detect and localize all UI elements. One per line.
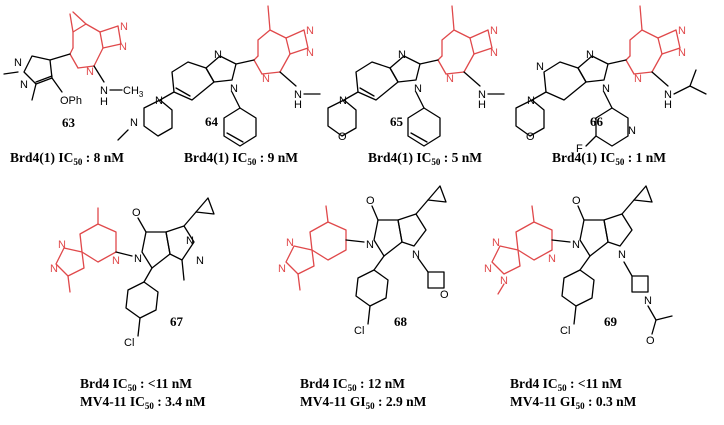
activity-67-line-1: Brd4 IC50 : <11 nM	[80, 376, 192, 393]
triazolopyrazine-core-66	[625, 5, 681, 75]
atom-n: N	[446, 73, 454, 85]
atom-f: F	[576, 143, 583, 155]
compound-65: N N N N H N N N O	[327, 5, 505, 147]
atom-n: N	[536, 61, 544, 73]
compound-64: N N N N H N N N N	[117, 5, 321, 147]
atom-n: N	[634, 73, 642, 85]
atom-o: O	[338, 131, 347, 143]
activity-66-line-1: Brd4(1) IC50 : 1 nM	[552, 150, 666, 167]
atom-nh: N	[664, 89, 672, 101]
compound-69: N N N N N O N N O Cl	[484, 185, 673, 347]
atom-n: N	[112, 255, 120, 267]
atom-o: O	[646, 335, 655, 347]
atom-n: N	[678, 47, 686, 59]
atom-h: H	[664, 99, 672, 111]
atom-n: N	[196, 255, 204, 267]
atom-nh: N	[100, 85, 108, 97]
atom-n: N	[186, 235, 194, 247]
compound-66: N N N N H N N N N O N F	[515, 5, 707, 155]
atom-n: N	[286, 237, 294, 249]
activity-68-line-1: Brd4 IC50 : 12 nM	[300, 376, 405, 393]
triazolopyrazine-core-64	[253, 5, 309, 75]
atom-n: N	[678, 25, 686, 37]
compound-number-66: 66	[590, 114, 604, 129]
activity-69-line-2: MV4-11 GI50 : 0.3 nM	[510, 394, 637, 411]
atom-n: N	[398, 49, 406, 61]
atom-n: N	[492, 237, 500, 249]
activity-65-line-1: Brd4(1) IC50 : 5 nM	[368, 150, 482, 167]
atom-cl: Cl	[354, 325, 364, 337]
triazolopyridine-core-68	[285, 205, 347, 275]
atom-n: N	[644, 295, 652, 307]
atom-n: N	[20, 79, 28, 91]
atom-n: N	[339, 95, 347, 107]
atom-n: N	[548, 253, 556, 265]
atom-n: N	[262, 73, 270, 85]
atom-nh: N	[478, 89, 486, 101]
activity-69-line-1: Brd4 IC50 : <11 nM	[510, 376, 622, 393]
atom-oph: OPh	[60, 95, 82, 107]
atom-n: N	[527, 95, 535, 107]
activity-64-line-1: Brd4(1) IC50 : 9 nM	[184, 150, 298, 167]
atom-n: N	[278, 263, 286, 275]
atom-h: H	[294, 99, 302, 111]
atom-h: H	[478, 99, 486, 111]
atom-n: N	[490, 25, 498, 37]
atom-n: N	[628, 125, 636, 137]
activity-68-line-2: MV4-11 GI50 : 2.9 nM	[300, 394, 427, 411]
compound-number-64: 64	[205, 114, 219, 129]
atom-o: O	[526, 131, 535, 143]
atom-nh: N	[294, 89, 302, 101]
atom-n: N	[119, 41, 127, 53]
atom-n: N	[586, 49, 594, 61]
compound-number-68: 68	[394, 314, 408, 329]
triazolopyrazine-core-65	[437, 5, 493, 75]
atom-o: O	[366, 195, 375, 207]
atom-o: O	[440, 289, 449, 301]
atom-o: O	[132, 207, 141, 219]
triazolopyrazine-core-63	[69, 11, 122, 69]
atom-n: N	[230, 83, 238, 95]
atom-n: N	[214, 49, 222, 61]
compound-63: N N N N H CH3 N N OPh	[3, 11, 144, 108]
atom-cl: Cl	[560, 325, 570, 337]
compound-number-67: 67	[170, 314, 184, 329]
atom-n: N	[414, 83, 422, 95]
atom-n: N	[618, 249, 626, 261]
atom-n: N	[120, 21, 128, 33]
atom-n: N	[490, 47, 498, 59]
atom-n: N	[155, 95, 163, 107]
compound-number-69: 69	[604, 314, 618, 329]
compound-number-63: 63	[62, 115, 76, 130]
atom-cl: Cl	[124, 337, 134, 349]
atom-n: N	[602, 83, 610, 95]
atom-n: N	[134, 253, 142, 265]
atom-n: N	[130, 117, 138, 129]
atom-n: N	[58, 239, 66, 251]
atom-n: N	[306, 47, 314, 59]
atom-n: N	[500, 275, 508, 287]
atom-n: N	[572, 239, 580, 251]
triazolopyridine-core-69	[491, 205, 553, 275]
atom-n: N	[50, 263, 58, 275]
atom-n: N	[86, 66, 94, 78]
compound-number-65: 65	[390, 114, 404, 129]
atom-ch3: CH3	[123, 85, 144, 99]
atom-n: N	[484, 263, 492, 275]
atom-n: N	[306, 25, 314, 37]
activity-67-line-2: MV4-11 IC50 : 3.4 nM	[80, 394, 206, 411]
atom-n: N	[14, 57, 22, 69]
compound-68: N N N O N O Cl	[278, 185, 449, 337]
atom-n: N	[366, 239, 374, 251]
atom-n: N	[412, 249, 420, 261]
atom-h: H	[100, 96, 108, 108]
atom-o: O	[572, 195, 581, 207]
compound-67: N N N N O N N Cl	[50, 197, 215, 349]
activity-63-line-1: Brd4(1) IC50 : 8 nM	[10, 150, 124, 167]
